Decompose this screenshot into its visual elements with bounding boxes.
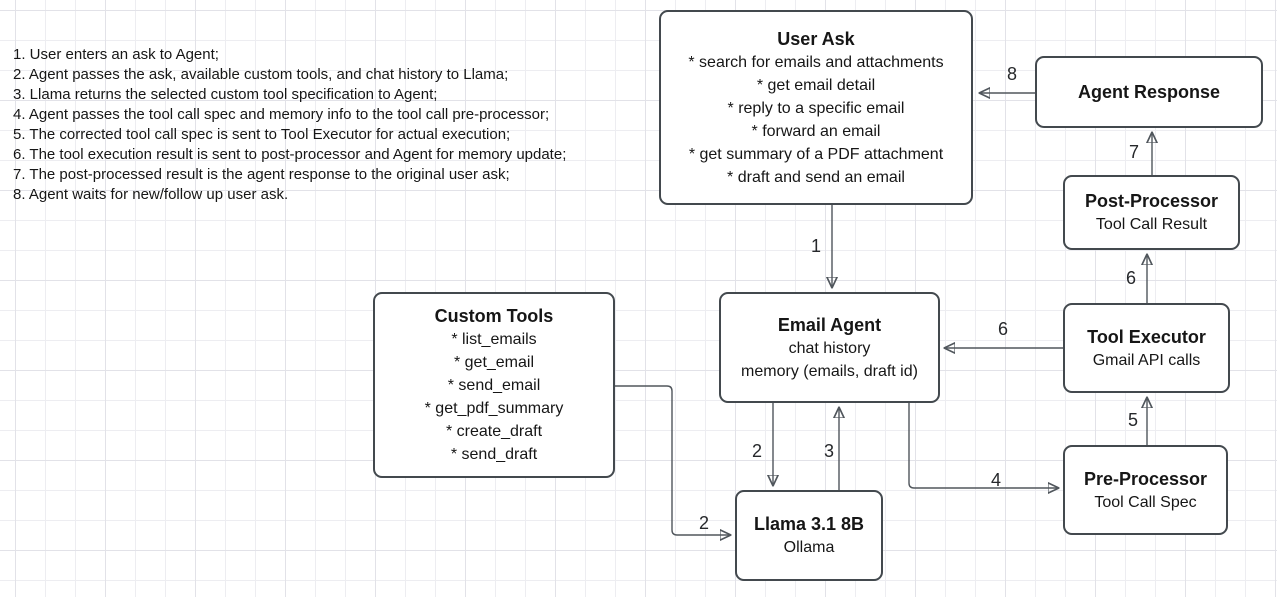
edge-label-step1: 1 [810, 236, 822, 256]
node-email-agent: Email Agent chat history memory (emails,… [719, 292, 940, 403]
process-step: 2. Agent passes the ask, available custo… [13, 66, 509, 83]
process-steps-list: 1. User enters an ask to Agent; 2. Agent… [13, 45, 566, 205]
node-title: Email Agent [777, 314, 882, 335]
node-item: * reply to a specific email [727, 99, 905, 117]
node-item: * get summary of a PDF attachment [688, 145, 944, 163]
node-title: Tool Executor [1087, 326, 1206, 347]
node-subtitle: Tool Call Result [1095, 216, 1208, 233]
process-step: 3. Llama returns the selected custom too… [13, 86, 438, 103]
node-title: Llama 3.1 8B [753, 514, 865, 534]
process-step: 5. The corrected tool call spec is sent … [13, 126, 511, 143]
edge-label-step4: 4 [990, 470, 1002, 490]
node-item: memory (emails, draft id) [741, 362, 918, 380]
edge-step2-customtools-to-llama [615, 385, 730, 535]
node-tool-executor: Tool Executor Gmail API calls [1063, 303, 1230, 393]
node-user-ask: User Ask * search for emails and attachm… [659, 10, 973, 205]
edge-label-step5: 5 [1127, 410, 1139, 430]
edge-step4-emailagent-to-preprocessor [908, 403, 1058, 488]
process-step: 1. User enters an ask to Agent; [13, 46, 219, 63]
node-item: * list_emails [451, 331, 537, 348]
node-subtitle: Tool Call Spec [1094, 493, 1197, 511]
node-item: * get_email [453, 354, 535, 371]
node-item: * send_email [447, 377, 541, 394]
node-llama: Llama 3.1 8B Ollama [735, 490, 883, 581]
edge-label-step2-agent: 2 [751, 441, 763, 461]
edge-label-step3: 3 [823, 441, 835, 461]
node-agent-response: Agent Response [1035, 56, 1263, 128]
process-step: 7. The post-processed result is the agen… [13, 166, 510, 183]
node-subtitle: Ollama [783, 539, 835, 556]
node-custom-tools: Custom Tools * list_emails * get_email *… [373, 292, 615, 478]
edge-label-step6-agent: 6 [997, 319, 1009, 339]
process-step: 4. Agent passes the tool call spec and m… [13, 106, 550, 123]
node-item: * create_draft [445, 423, 543, 440]
node-item: chat history [788, 339, 871, 357]
edge-label-step7: 7 [1128, 142, 1140, 162]
node-item: * get_pdf_summary [424, 400, 564, 417]
node-title: Post-Processor [1084, 191, 1219, 211]
node-title: User Ask [777, 28, 855, 49]
node-item: * send_draft [450, 446, 538, 463]
node-title: Custom Tools [434, 306, 554, 326]
node-subtitle: Gmail API calls [1092, 351, 1201, 369]
node-item: * draft and send an email [727, 168, 905, 186]
edge-label-step6-post: 6 [1125, 268, 1137, 288]
node-post-processor: Post-Processor Tool Call Result [1063, 175, 1240, 250]
node-title: Pre-Processor [1083, 468, 1208, 489]
node-item: * get email detail [756, 76, 876, 94]
process-step: 8. Agent waits for new/follow up user as… [13, 186, 289, 203]
node-title: Agent Response [1077, 82, 1221, 102]
node-item: * search for emails and attachments [688, 53, 944, 71]
node-pre-processor: Pre-Processor Tool Call Spec [1063, 445, 1228, 535]
edge-label-step2-tools: 2 [698, 513, 710, 533]
edge-label-step8: 8 [1006, 64, 1018, 84]
process-step: 6. The tool execution result is sent to … [13, 146, 567, 163]
node-item: * forward an email [751, 122, 881, 140]
